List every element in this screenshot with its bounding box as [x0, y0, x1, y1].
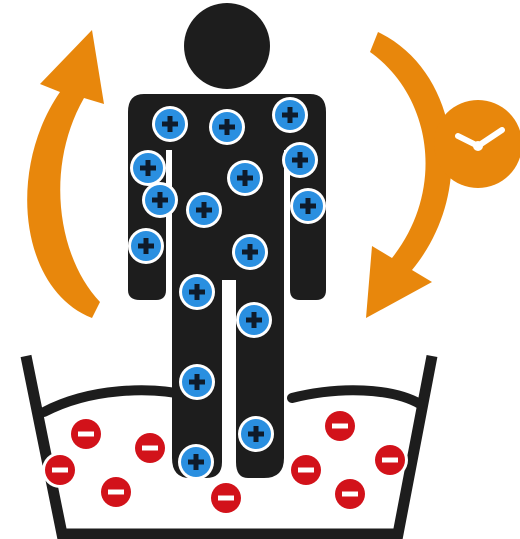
plus-charge-icon [179, 274, 215, 310]
plus-charge-icon [236, 302, 272, 338]
circular-arrow-up-icon [27, 30, 104, 318]
plus-charge-icon [179, 364, 215, 400]
plus-charge-icon [186, 192, 222, 228]
minus-charge-icon [288, 452, 324, 488]
clock-icon [434, 100, 520, 188]
plus-charge-icon [282, 142, 318, 178]
plus-charge-icon [227, 160, 263, 196]
plus-charge-icon [238, 416, 274, 452]
minus-charge-icon [332, 476, 368, 512]
minus-charge-icon [68, 416, 104, 452]
minus-charge-icon [208, 480, 244, 516]
plus-charge-icon [290, 188, 326, 224]
minus-charge-icon [322, 408, 358, 444]
plus-charge-icon [152, 106, 188, 142]
plus-charge-icon [130, 150, 166, 186]
minus-charge-icon [372, 442, 408, 478]
plus-charge-icon [209, 109, 245, 145]
minus-charge-icon [132, 430, 168, 466]
plus-charge-icon [128, 228, 164, 264]
plus-charge-icon [232, 234, 268, 270]
minus-charge-icon [42, 452, 78, 488]
plus-charge-icon [178, 444, 214, 480]
plus-charge-icon [272, 97, 308, 133]
plus-charge-icon [142, 182, 178, 218]
minus-charge-icon [98, 474, 134, 510]
circular-arrow-down-icon [366, 32, 452, 318]
